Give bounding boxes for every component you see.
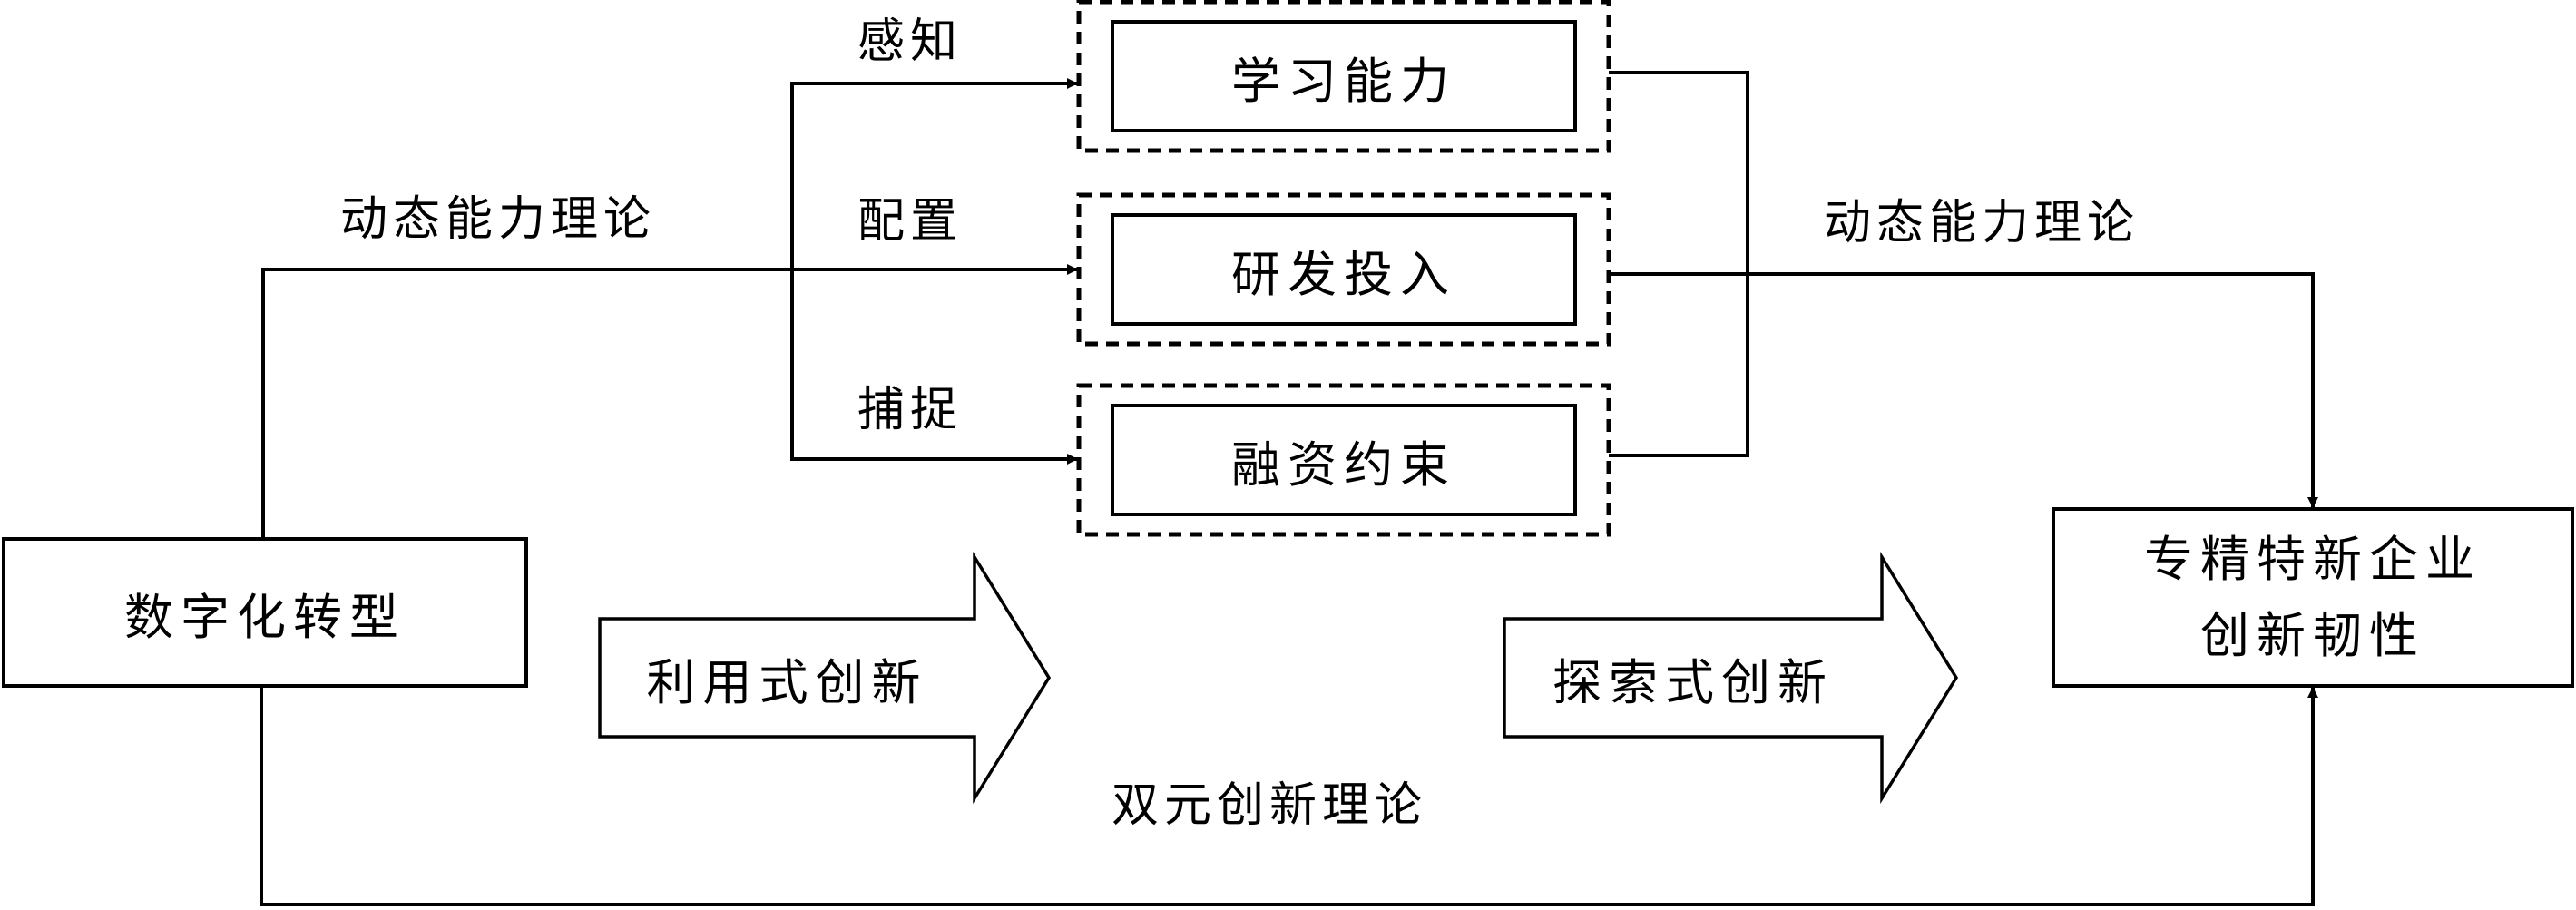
seizing-label: 捕捉 [857, 383, 964, 437]
sensing-label: 感知 [857, 15, 964, 69]
learning-ability-dashed-box [1076, 0, 1611, 153]
rd-to-resilience-connector [1609, 272, 2318, 508]
configuring-label: 配置 [857, 194, 964, 249]
sme-resilience-line1: 专精特新企业 [2144, 530, 2482, 588]
exploratory-innovation-label: 探索式创新 [1552, 653, 1834, 711]
rd-investment-label: 研发投入 [1231, 245, 1456, 303]
exploratory-innovation-block-arrow [1503, 551, 1959, 805]
exploitative-innovation-label: 利用式创新 [646, 653, 928, 711]
sme-resilience-box [2052, 507, 2574, 688]
financing-constraint-dashed-box [1076, 383, 1611, 537]
digital-transformation-label: 数字化转型 [124, 588, 406, 646]
rd-investment-dashed-box [1076, 192, 1611, 347]
sme-resilience-line2: 创新韧性 [2200, 606, 2425, 664]
sme-resilience-label: 专精特新企业 创新韧性 [2053, 509, 2572, 686]
learning-out-connector [1609, 71, 1749, 457]
dynamic-capability-right-label: 动态能力理论 [1824, 196, 2140, 250]
learning-ability-box [1111, 20, 1577, 132]
learning-ability-label: 学习能力 [1231, 52, 1456, 110]
rd-investment-box [1111, 213, 1577, 326]
dt-to-rd-connector [261, 264, 1078, 539]
ambidextrous-innovation-label: 双元创新理论 [1112, 778, 1428, 833]
exploitative-innovation-block-arrow [598, 551, 1052, 805]
financing-constraint-label: 融资约束 [1231, 435, 1456, 494]
financing-constraint-box [1111, 404, 1577, 516]
dynamic-capability-left-label: 动态能力理论 [340, 192, 657, 247]
dt-bottom-connector [260, 686, 2318, 906]
